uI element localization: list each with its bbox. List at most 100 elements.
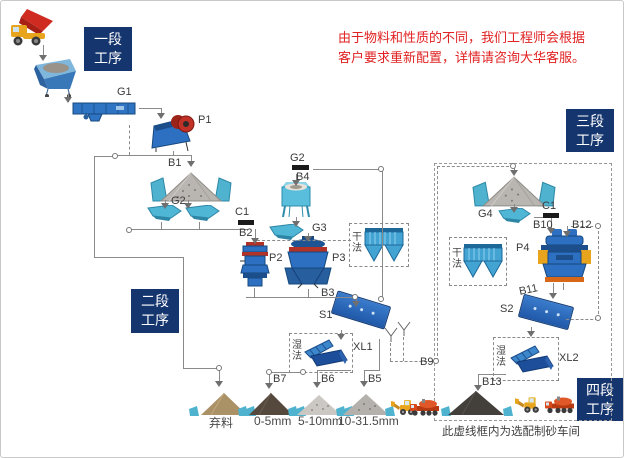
pile-label-waste: 弃料 [209,416,234,430]
wet-method-2-label: 湿法 [496,346,506,368]
wet-method-box-1: 湿法 [289,333,353,373]
flow-line [94,257,183,258]
flow-line [94,156,115,157]
vsi-crusher-p4-icon [536,227,593,289]
flow-arrow [547,228,555,234]
splitter-funnel-icon [384,327,398,348]
flow-line [296,174,297,182]
flow-line [161,108,162,115]
flow-line-dashed [129,125,130,155]
flow-arrow [251,238,259,244]
flow-line-dashed [566,319,598,320]
flow-arrow [187,161,195,167]
flow-line [308,289,309,297]
notice-line-1: 由于物料和性质的不同，我们工程师会根据 [338,30,586,45]
pile-label-5-10mm: 5-10mm [298,414,343,428]
magnetic-separator-c1b [543,213,559,218]
pile-sand-dark-icon [448,389,504,420]
conveyor-joint [126,227,132,233]
wet-method-box-2: 湿法 [493,337,559,381]
cone-crusher-p3-icon [282,236,334,294]
dump-truck-icon [9,7,59,52]
flow-arrow [360,381,368,387]
storage-bin-icon [276,181,316,224]
receiving-hopper-icon [32,59,78,102]
label-b10: B10 [533,219,553,231]
feeder-g3-icon [267,223,307,246]
chute-icon [385,404,396,422]
flow-line [139,108,162,109]
flow-line [563,283,564,290]
stage-2-line2: 工序 [141,312,169,328]
conveyor-joint [378,166,384,172]
stage-3-line2: 工序 [576,132,604,148]
pile-label-0-5mm: 0-5mm [254,414,292,428]
sand-washer-xl2-icon [509,344,555,379]
dust-collector-icon [364,227,404,268]
label-g2-bin: G2 [290,152,305,164]
dry-method-box-1: 干法 [349,223,409,267]
conveyor-joint [510,163,516,169]
dry-method-2-label: 干法 [452,248,462,270]
notice-line-2: 客户要求重新配置，详情请咨询大华客服。 [338,50,586,65]
flow-arrow [563,231,571,237]
label-xl2: XL2 [559,352,579,364]
flow-line [382,170,383,299]
stockpile-2-icon [471,175,557,213]
flow-line [553,283,554,295]
flow-line [165,200,166,205]
label-p1: P1 [198,114,212,126]
stage-2-line1: 二段 [141,293,169,309]
flow-line [313,169,382,170]
flow-line-dashed [437,166,514,167]
pile-waste-icon [201,391,247,420]
label-b5: B5 [368,373,382,385]
flow-arrow [215,381,223,387]
flow-line [269,372,303,373]
flow-line-dashed [390,343,391,361]
label-b1: B1 [168,157,182,169]
flow-line-dashed [437,166,438,361]
label-c1b: C1 [542,200,557,212]
flow-line [364,370,365,383]
flow-line [551,218,552,230]
label-xl1: XL1 [353,341,373,353]
flow-line [94,156,95,257]
stage-3-line1: 三段 [576,113,604,129]
flow-line-dashed [390,361,437,362]
dry-method-box-2: 干法 [449,237,507,286]
flow-arrow [39,55,47,61]
stage-4-line2: 工序 [586,401,614,417]
chute-icon [238,404,249,422]
splitter-funnel-icon [397,321,411,342]
conveyor-joint [378,296,384,302]
stage-4-box: 四段 工序 [577,378,623,421]
flow-line [115,155,191,156]
flow-line [219,368,220,383]
label-s1: S1 [319,309,333,321]
workshop-note: 此虚线框内为选配制砂车间 [442,426,580,438]
stage-1-line2: 工序 [94,50,122,66]
flow-line [317,370,318,384]
flow-arrow [510,170,518,176]
chute-icon [336,404,347,422]
flow-line [317,370,351,371]
flow-line [183,257,184,368]
label-p3: P3 [332,252,346,264]
jaw-crusher-p1-icon [148,110,198,158]
flow-line [478,374,506,375]
chute-icon [288,404,299,422]
flow-line [341,330,342,335]
feeder-g2-right-icon [185,204,221,227]
flow-arrow [474,385,482,391]
flow-line [534,217,544,218]
stage-4-line1: 四段 [586,382,614,398]
label-g1: G1 [117,86,132,98]
pile-label-10-31mm: 10-31.5mm [338,414,399,428]
flow-line [254,288,255,297]
conveyor-joint [433,358,439,364]
pile-0-5mm-icon [249,391,293,420]
cone-crusher-p2-icon [240,241,270,293]
label-b3: B3 [321,287,335,299]
